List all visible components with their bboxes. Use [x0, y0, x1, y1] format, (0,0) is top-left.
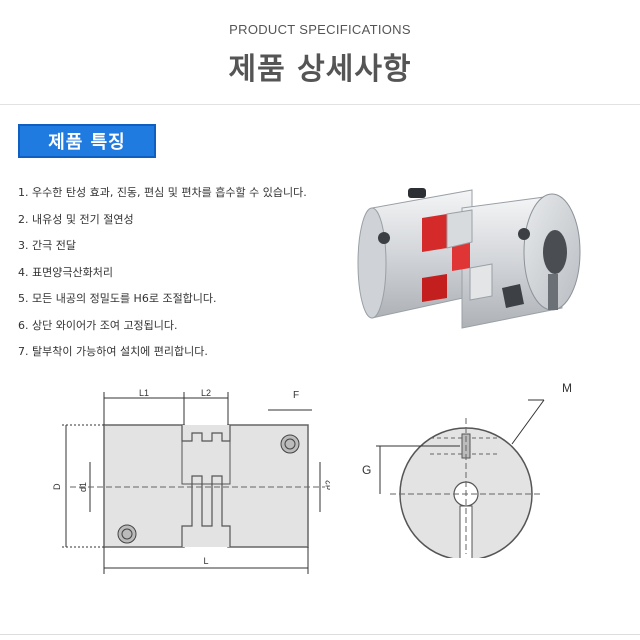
- feature-item: 2. 내유성 및 전기 절연성: [18, 212, 134, 226]
- feature-item: 1. 우수한 탄성 효과, 진동, 편심 및 편차를 흡수할 수 있습니다.: [18, 186, 307, 199]
- dim-label-l1: L1: [139, 388, 149, 398]
- header-divider: [0, 104, 640, 105]
- dim-label-d: D: [52, 483, 62, 490]
- dim-label-g: G: [362, 463, 371, 477]
- coupling-photo: [357, 188, 581, 329]
- page-title: 제품 상세사항: [228, 52, 412, 87]
- dim-label-l: L: [203, 556, 208, 566]
- feature-item: 7. 탈부착이 가능하여 설치에 편리합니다.: [18, 345, 208, 358]
- end-view-drawing: G M: [362, 381, 572, 558]
- dim-label-m: M: [562, 381, 572, 395]
- section-badge: 제품 특징: [18, 124, 156, 158]
- feature-list: 1. 우수한 탄성 효과, 진동, 편심 및 편차를 흡수할 수 있습니다. 2…: [18, 184, 307, 370]
- feature-item: 5. 모든 내공의 정밀도를 H6로 조절합니다.: [18, 292, 217, 305]
- feature-item: 4. 표면양극산화처리: [18, 265, 113, 279]
- bottom-divider: [0, 634, 640, 635]
- subtitle: PRODUCT SPECIFICATIONS: [229, 22, 411, 37]
- side-view-drawing: L1 L2 F D d1 d2 L: [52, 388, 330, 574]
- dim-label-f: F: [293, 390, 299, 401]
- dim-label-l2: L2: [201, 388, 211, 398]
- feature-item: 3. 간극 전달: [18, 239, 76, 252]
- dim-label-d2: d2: [324, 480, 330, 490]
- feature-item: 6. 상단 와이어가 조여 고정됩니다.: [18, 318, 178, 332]
